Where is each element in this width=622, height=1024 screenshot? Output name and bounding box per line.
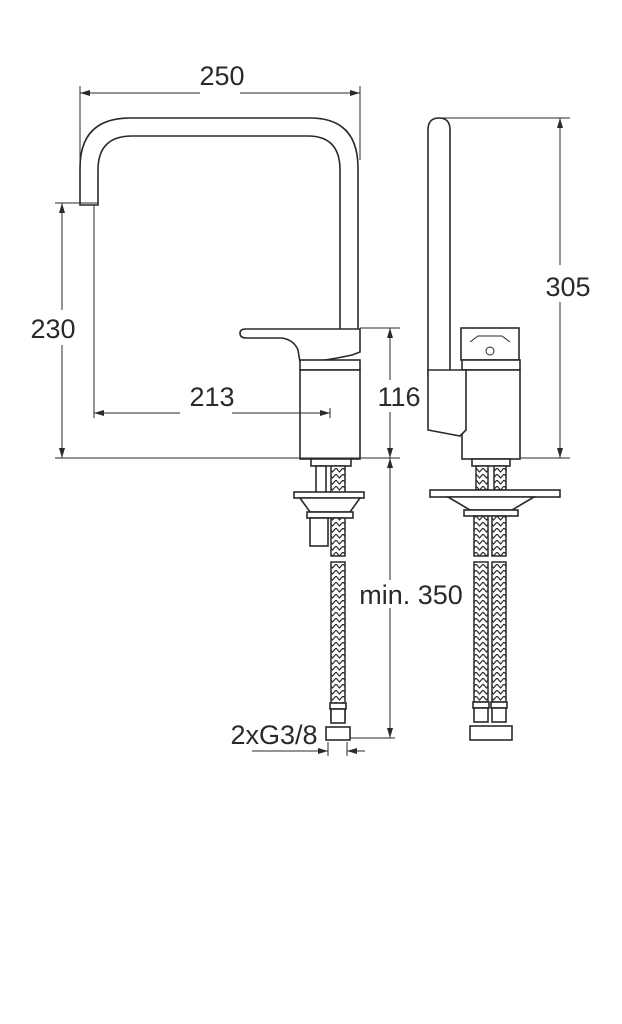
mounting-nut xyxy=(306,511,354,519)
hose-nut xyxy=(325,726,351,741)
hose-right-upper xyxy=(491,515,507,557)
hose-nuts-front xyxy=(469,725,513,741)
hose xyxy=(330,561,346,721)
base-stem xyxy=(310,458,352,467)
dimension-lines xyxy=(55,86,570,756)
dim-230-label: 230 xyxy=(30,314,75,344)
hose-ferrule xyxy=(329,702,347,710)
handle-indicator-icon xyxy=(485,346,495,356)
handle-cap-detail xyxy=(469,335,511,343)
mounting-nut-front xyxy=(463,509,519,517)
spout xyxy=(79,117,359,331)
dim-116-label: 116 xyxy=(377,382,420,412)
front-view xyxy=(427,117,561,741)
fixing-rod xyxy=(309,517,329,547)
mounting-plate-front xyxy=(429,489,561,498)
side-view xyxy=(79,117,365,741)
mounting-bracket-front xyxy=(445,496,537,511)
ferrule-grip-left xyxy=(473,707,489,723)
spout-base-block xyxy=(427,369,467,437)
base-stem-front xyxy=(471,458,511,467)
dim-305-label: 305 xyxy=(545,272,590,302)
hose-ferrule-grip xyxy=(330,708,346,724)
hose-left xyxy=(473,561,489,703)
collar xyxy=(299,359,361,371)
hose-top-left xyxy=(475,465,489,491)
hose-upper xyxy=(330,517,346,557)
body-front xyxy=(461,369,521,460)
dimension-labels: 250 230 213 116 305 min. 350 2xG3/8 xyxy=(30,61,590,750)
hose-top-right xyxy=(493,465,507,491)
dim-250-label: 250 xyxy=(199,61,244,91)
collar-front xyxy=(461,359,521,371)
ferrule-grip-right xyxy=(491,707,507,723)
dim-213-label: 213 xyxy=(189,382,234,412)
spout-front xyxy=(427,117,451,376)
dim-thread-label: 2xG3/8 xyxy=(230,720,317,750)
mounting-plate xyxy=(293,491,365,499)
hose-left-upper xyxy=(473,515,489,557)
mounting-bracket xyxy=(298,497,362,513)
ferrule-right xyxy=(490,701,508,709)
hose-right xyxy=(491,561,507,703)
dim-hose-length-label: min. 350 xyxy=(359,580,463,610)
lever-handle xyxy=(239,328,361,363)
ferrule-left xyxy=(472,701,490,709)
